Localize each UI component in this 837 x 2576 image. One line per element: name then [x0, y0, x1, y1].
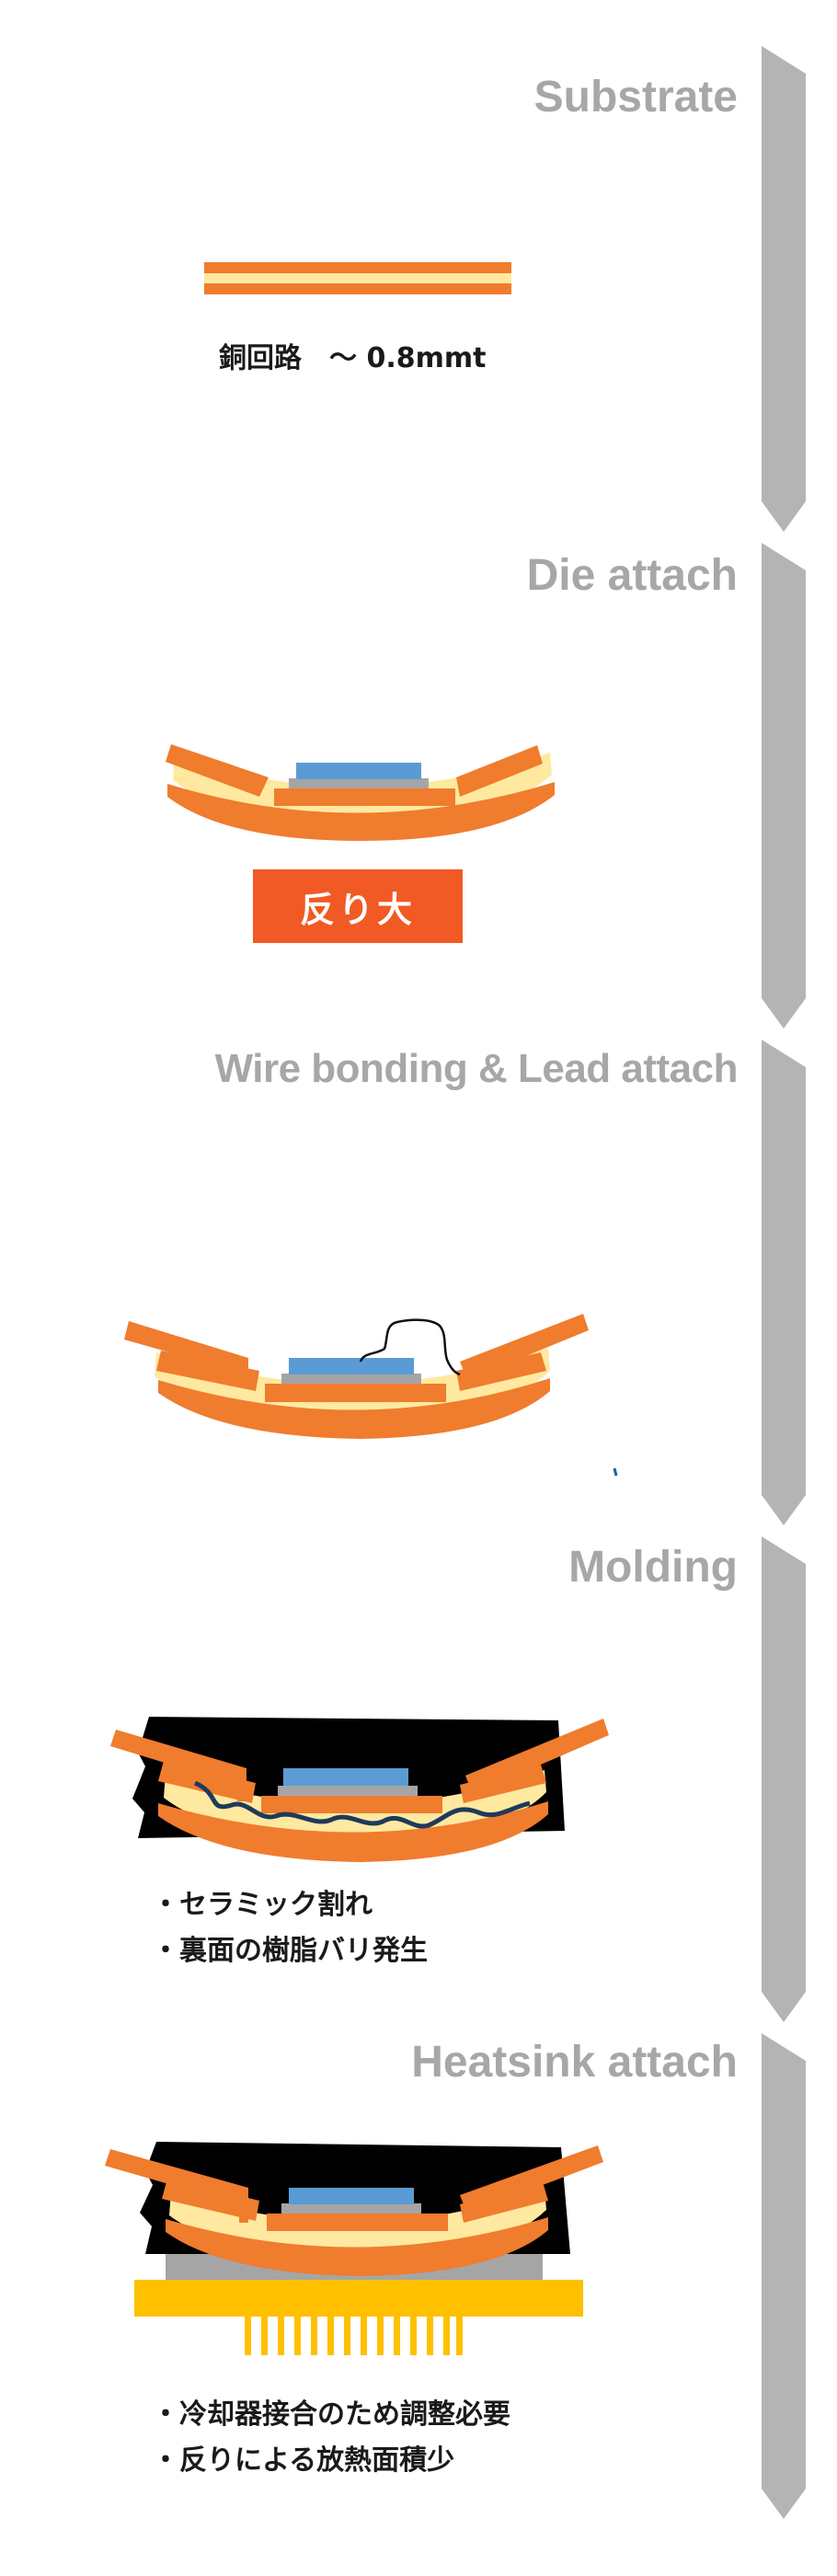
heatsink-base — [134, 2280, 583, 2317]
die-attach-chip — [296, 763, 421, 779]
bonding-wire — [359, 1318, 461, 1376]
wire-bonding-center-copper — [265, 1384, 446, 1402]
die-attach-center-copper — [274, 788, 455, 806]
process-arrow-4 — [762, 1536, 806, 2022]
process-arrow-1 — [762, 46, 806, 532]
warpage-badge: 反り大 — [253, 869, 463, 943]
substrate-bottom-copper — [204, 283, 511, 294]
molding-left-copper — [158, 1761, 256, 1803]
process-arrow-5 — [762, 2033, 806, 2519]
stage-title-substrate: Substrate — [533, 73, 738, 121]
molding-solder — [278, 1786, 418, 1796]
heatsink-chip — [289, 2188, 414, 2204]
stage-title-molding: Molding — [568, 1543, 738, 1592]
resin-flash — [193, 1780, 531, 1829]
process-arrow-2 — [762, 543, 806, 1029]
stage-title-wire-bonding: Wire bonding & Lead attach — [214, 1046, 739, 1091]
molding-note-2: ・裏面の樹脂バリ発生 — [152, 1935, 428, 1967]
wire-bonding-left-lead — [124, 1321, 248, 1387]
die-attach-left-copper — [166, 744, 269, 797]
wire-bonding-chip — [289, 1358, 414, 1374]
heatsink-right-copper — [460, 2182, 548, 2223]
heatsink-solder — [281, 2203, 421, 2214]
process-arrow-3 — [762, 1040, 806, 1525]
stage-title-heatsink-attach: Heatsink attach — [411, 2038, 738, 2087]
stage-title-die-attach: Die attach — [526, 551, 738, 600]
heatsink-fins — [245, 2317, 463, 2355]
molding-chip — [283, 1768, 408, 1786]
molding-center-copper — [261, 1796, 442, 1813]
substrate-top-copper — [204, 262, 511, 273]
substrate-caption: 銅回路 ～ 0.8mmt — [219, 342, 487, 374]
heatsink-left-copper — [162, 2179, 259, 2221]
die-attach-bottom-copper — [167, 782, 555, 841]
heatsink-note-1: ・冷却器接合のため調整必要 — [152, 2398, 510, 2431]
molding-right-copper — [460, 1765, 546, 1803]
wire-bonding-left-copper — [156, 1351, 259, 1391]
molding-note-1: ・セラミック割れ — [152, 1889, 373, 1921]
substrate-ceramic — [204, 273, 511, 283]
heatsink-center-copper — [267, 2214, 448, 2231]
wire-bonding-bottom-copper — [158, 1378, 550, 1439]
die-attach-right-copper — [456, 745, 543, 797]
die-attach-solder — [289, 778, 429, 788]
heatsink-note-2: ・反りによる放熱面積少 — [152, 2444, 455, 2477]
wire-bonding-right-copper — [456, 1352, 546, 1391]
wire-bonding-solder — [281, 1374, 421, 1384]
heatsink-bottom-copper — [166, 2217, 548, 2276]
stray-mark — [613, 1467, 618, 1477]
molding-bottom-copper — [158, 1801, 548, 1862]
